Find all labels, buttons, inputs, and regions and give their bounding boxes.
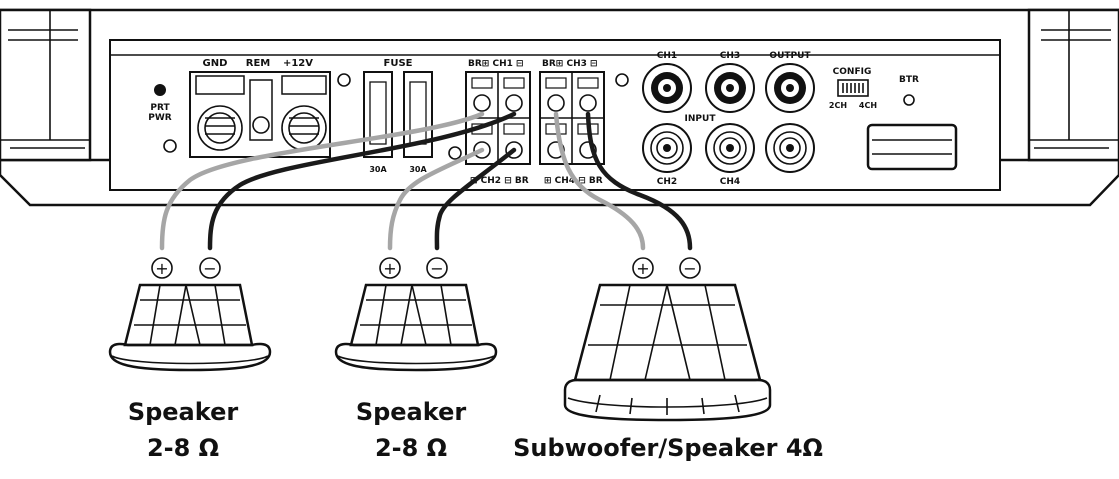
speaker-2-minus-terminal: − xyxy=(426,257,448,279)
wire-speaker-1-negative xyxy=(207,111,517,251)
minus-symbol: − xyxy=(203,259,216,278)
subwoofer-plus-terminal: + xyxy=(632,257,654,279)
speaker-1: + − Speaker 2-8 Ω xyxy=(108,257,272,462)
ch1-label: CH1 xyxy=(657,51,677,61)
br-ch3-label: BR⊞ CH3 ⊟ xyxy=(542,59,598,69)
screw-icon xyxy=(448,146,462,160)
rca-ch1-icon xyxy=(642,63,692,113)
ch3-label: CH3 xyxy=(720,51,740,61)
config-switch: CONFIG 2CH 4CH xyxy=(829,67,877,110)
rca-output-2-icon xyxy=(765,123,815,173)
ch4-minus-screw-icon xyxy=(579,141,597,159)
power-terminal-block: GND REM +12V xyxy=(189,58,331,158)
subwoofer: + − Subwoofer/Speaker 4Ω xyxy=(513,257,823,462)
output-label: OUTPUT xyxy=(769,51,811,61)
ch2-br-label: ⊞ CH2 ⊟ BR xyxy=(470,176,529,186)
speaker-terminals-ch1-ch2: BR⊞ CH1 ⊟ ⊞ CH2 ⊟ BR xyxy=(465,59,531,186)
wire-speaker-2-positive xyxy=(387,147,485,251)
plus-symbol: + xyxy=(383,259,396,278)
config-2ch-label: 2CH xyxy=(829,101,847,110)
rem-label: REM xyxy=(246,58,271,69)
rem-terminal-screw-icon xyxy=(252,116,270,134)
pwr-label: PWR xyxy=(148,113,172,123)
ch2-label: CH2 xyxy=(657,177,677,187)
speaker-1-label-line1: Speaker xyxy=(128,398,239,426)
rca-ch3-icon xyxy=(705,63,755,113)
screw-icon xyxy=(615,73,629,87)
ch2-minus-screw-icon xyxy=(505,141,523,159)
rca-output-1-icon xyxy=(765,63,815,113)
left-end-cap xyxy=(0,8,92,162)
fuse-2-rating: 30A xyxy=(409,165,427,174)
ch4-label: CH4 xyxy=(720,177,740,187)
wire-subwoofer-negative xyxy=(585,111,693,251)
gnd-terminal-screw-icon xyxy=(197,105,243,151)
plus-symbol: + xyxy=(636,259,649,278)
config-label: CONFIG xyxy=(833,67,872,77)
wire-speaker-2-negative xyxy=(434,147,517,251)
rca-ch2-icon xyxy=(642,123,692,173)
speaker-2-label-line1: Speaker xyxy=(356,398,467,426)
subwoofer-label: Subwoofer/Speaker 4Ω xyxy=(513,434,823,462)
speaker-2: + − Speaker 2-8 Ω xyxy=(334,257,498,462)
subwoofer-drawing xyxy=(563,283,772,422)
prt-label: PRT xyxy=(150,103,170,113)
br-ch1-label: BR⊞ CH1 ⊟ xyxy=(468,59,524,69)
speaker-1-label-line2: 2-8 Ω xyxy=(147,434,219,462)
speaker-1-minus-terminal: − xyxy=(199,257,221,279)
fuse-1-rating: 30A xyxy=(369,165,387,174)
screw-icon xyxy=(163,139,177,153)
ch2-plus-screw-icon xyxy=(473,141,491,159)
ch1-plus-screw-icon xyxy=(473,94,491,112)
minus-symbol: − xyxy=(430,259,443,278)
config-4ch-label: 4CH xyxy=(859,101,877,110)
subwoofer-minus-terminal: − xyxy=(679,257,701,279)
bracket-icon xyxy=(866,123,958,171)
rca-jacks: CH1 CH3 OUTPUT INPUT CH2 CH4 xyxy=(642,51,815,187)
right-end-cap xyxy=(1027,8,1119,162)
ch3-plus-screw-icon xyxy=(547,94,565,112)
amplifier: PRT PWR GND REM +12V FUSE xyxy=(0,8,1119,207)
prt-pwr-indicator: PRT PWR xyxy=(148,84,172,123)
plus12v-label: +12V xyxy=(283,58,313,69)
btr-label: BTR xyxy=(899,75,919,85)
speaker-2-drawing xyxy=(334,283,498,372)
wire-speaker-1-positive xyxy=(159,111,485,251)
speaker-2-label-line2: 2-8 Ω xyxy=(375,434,447,462)
input-label: INPUT xyxy=(685,114,717,124)
amplifier-housing xyxy=(0,8,1119,207)
speaker-1-plus-terminal: + xyxy=(151,257,173,279)
plus-symbol: + xyxy=(155,259,168,278)
btr-port: BTR xyxy=(899,75,919,106)
fuse-label: FUSE xyxy=(384,58,413,69)
ch3-minus-screw-icon xyxy=(579,94,597,112)
speaker-1-drawing xyxy=(108,283,272,372)
minus-symbol: − xyxy=(683,259,696,278)
wires xyxy=(159,111,693,251)
screw-icon xyxy=(337,73,351,87)
rca-ch4-icon xyxy=(705,123,755,173)
speaker-2-plus-terminal: + xyxy=(379,257,401,279)
gnd-label: GND xyxy=(203,58,228,69)
wire-subwoofer-positive xyxy=(553,111,646,251)
ch1-minus-screw-icon xyxy=(505,94,523,112)
